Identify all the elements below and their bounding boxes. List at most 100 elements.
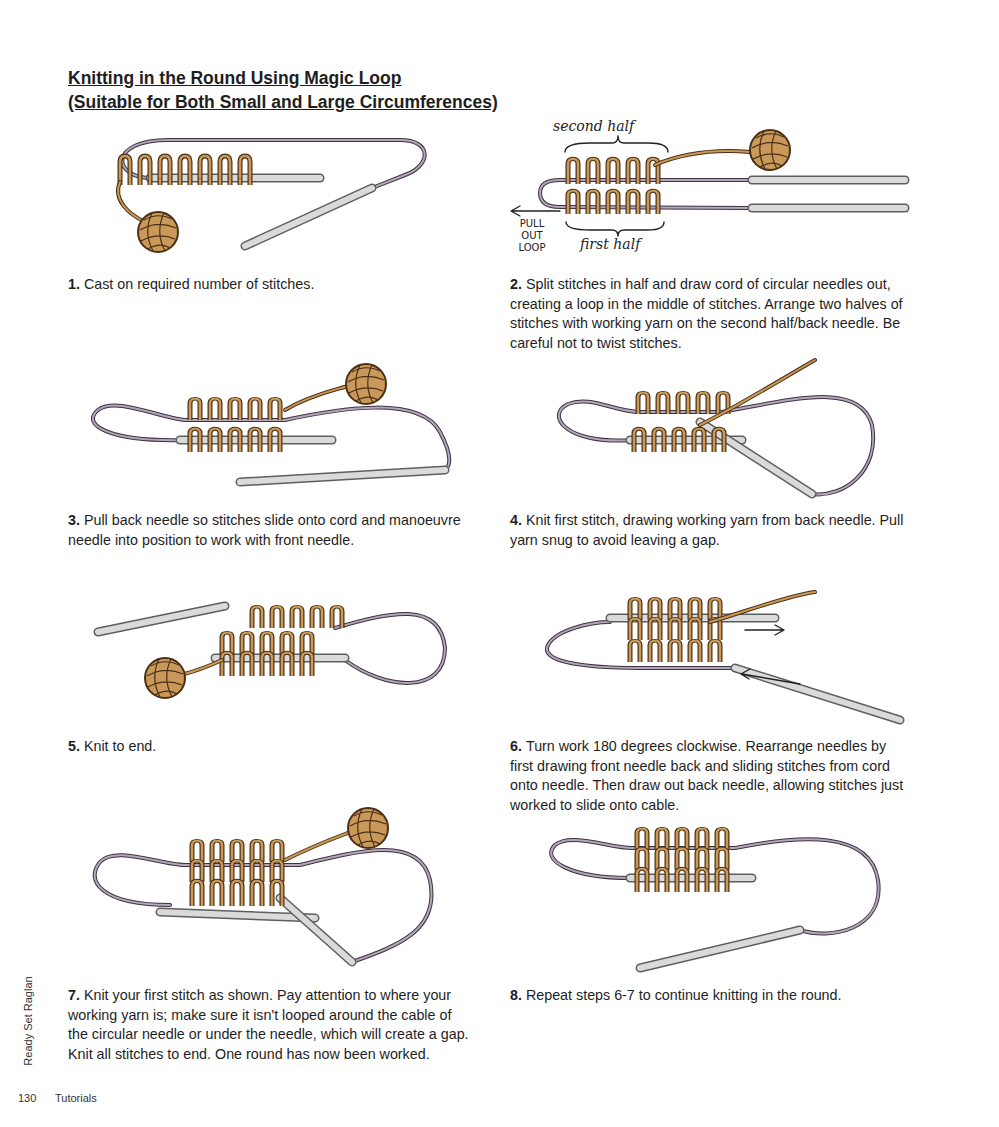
step-4-illustration-part [700,422,812,494]
step-text: Knit your first stitch as shown. Pay att… [68,987,469,1062]
step-6-illustration-part [735,668,900,720]
page-title: Knitting in the Round Using Magic Loop [68,67,401,89]
step-1-illustration-part [220,156,230,185]
step-8-illustration-part [640,930,800,968]
step-3-illustration-part [240,470,445,482]
handwritten-label: second half [553,118,634,134]
step-2-illustration-part [511,206,560,216]
step-6-illustration-part [741,669,800,684]
step-caption: 5.Knit to end. [68,737,470,757]
step-text: Cast on required number of stitches. [84,276,314,292]
page-subtitle: (Suitable for Both Small and Large Circu… [68,91,498,113]
step-2-illustration-part [752,176,905,185]
handwritten-label: PULL OUT LOOP [512,218,552,254]
step-8-illustration-part [640,930,800,968]
step-4-illustration-part [700,360,815,425]
step-7-illustration-part [95,850,432,962]
step-number: 8. [510,987,522,1003]
step-number: 4. [510,512,522,528]
step-6-illustration-part [630,599,720,620]
step-1-illustration-part [118,182,145,222]
step-3-illustration-part [285,386,348,410]
step-5-illustration-part [222,653,312,676]
step-1-illustration-part [120,156,210,185]
step-5-illustration-part [184,660,222,674]
step-6-illustration-part [735,668,900,720]
step-text: Repeat steps 6-7 to continue knitting in… [526,987,842,1003]
step-3-illustration [93,364,449,482]
step-text: Knit to end. [84,738,156,754]
step-6-illustration-part [745,625,784,635]
step-number: 5. [68,738,80,754]
step-1-illustration-part [138,212,178,252]
step-number: 2. [510,276,522,292]
step-4-illustration-part [634,429,724,452]
step-3-illustration-part [180,437,332,443]
step-caption: 8.Repeat steps 6-7 to continue knitting … [510,986,908,1006]
step-2-illustration-part [568,191,658,214]
step-7-illustration-part [95,850,432,962]
step-1-illustration-part [150,174,320,183]
step-2-illustration-part [655,151,750,165]
step-text: Turn work 180 degrees clockwise. Rearran… [510,738,903,813]
step-2-illustration-part [752,177,905,183]
step-7-illustration-part [280,898,352,962]
step-6-illustration [547,592,900,720]
step-text: Knit first stitch, drawing working yarn … [510,512,903,548]
step-text: Split stitches in half and draw cord of … [510,276,903,351]
step-3-illustration-part [285,386,348,410]
step-5-illustration-part [145,658,185,698]
step-8-illustration-part [637,829,727,850]
step-3-illustration-part [190,429,280,452]
step-6-illustration-part [630,619,720,640]
step-number: 7. [68,987,80,1003]
step-caption: 6.Turn work 180 degrees clockwise. Rearr… [510,737,908,815]
step-6-illustration-part [710,592,815,622]
step-2-illustration-part [566,222,664,236]
step-2-illustration-part [655,151,750,165]
step-5-illustration-part [335,614,445,683]
step-2-illustration-part [750,130,790,170]
step-4-illustration-part [700,422,812,494]
step-1-illustration-part [245,188,372,246]
step-5-illustration-part [98,606,225,632]
step-2-illustration-part [565,136,668,152]
step-8-illustration-part [551,839,878,933]
step-caption: 4.Knit first stitch, drawing working yar… [510,511,908,550]
step-6-illustration-part [710,592,815,622]
step-1-illustration-part [245,188,372,246]
step-4-illustration-part [700,360,815,425]
step-1-illustration-part [150,175,320,181]
handwritten-label: first half [580,236,640,252]
step-1-illustration-part [118,182,145,222]
step-2-illustration-part [568,159,658,184]
step-number: 1. [68,276,80,292]
step-7-illustration-part [280,898,352,962]
step-4-illustration [559,360,873,494]
step-number: 6. [510,738,522,754]
step-number: 3. [68,512,80,528]
step-3-illustration-part [190,399,280,420]
page-number: 130 [18,1092,36,1104]
step-2-illustration-part [752,204,905,213]
step-caption: 7.Knit your first stitch as shown. Pay a… [68,986,470,1064]
step-2-illustration [511,130,905,236]
step-7-illustration-part [192,841,282,862]
step-caption: 1.Cast on required number of stitches. [68,275,470,295]
step-5-illustration-part [184,660,222,674]
step-7-illustration [95,808,432,962]
step-7-illustration-part [285,832,350,860]
step-7-illustration-part [192,881,282,906]
step-3-illustration-part [240,470,445,482]
step-2-illustration-part [752,205,905,211]
step-8-illustration-part [637,869,727,892]
step-8-illustration [551,829,878,968]
running-head: Ready Set Raglan [22,961,34,1081]
step-1-illustration [118,140,425,252]
step-5-illustration-part [335,614,445,683]
step-7-illustration-part [285,832,350,860]
step-3-illustration-part [180,436,332,445]
step-3-illustration-part [346,364,386,404]
step-8-illustration-part [551,839,878,933]
